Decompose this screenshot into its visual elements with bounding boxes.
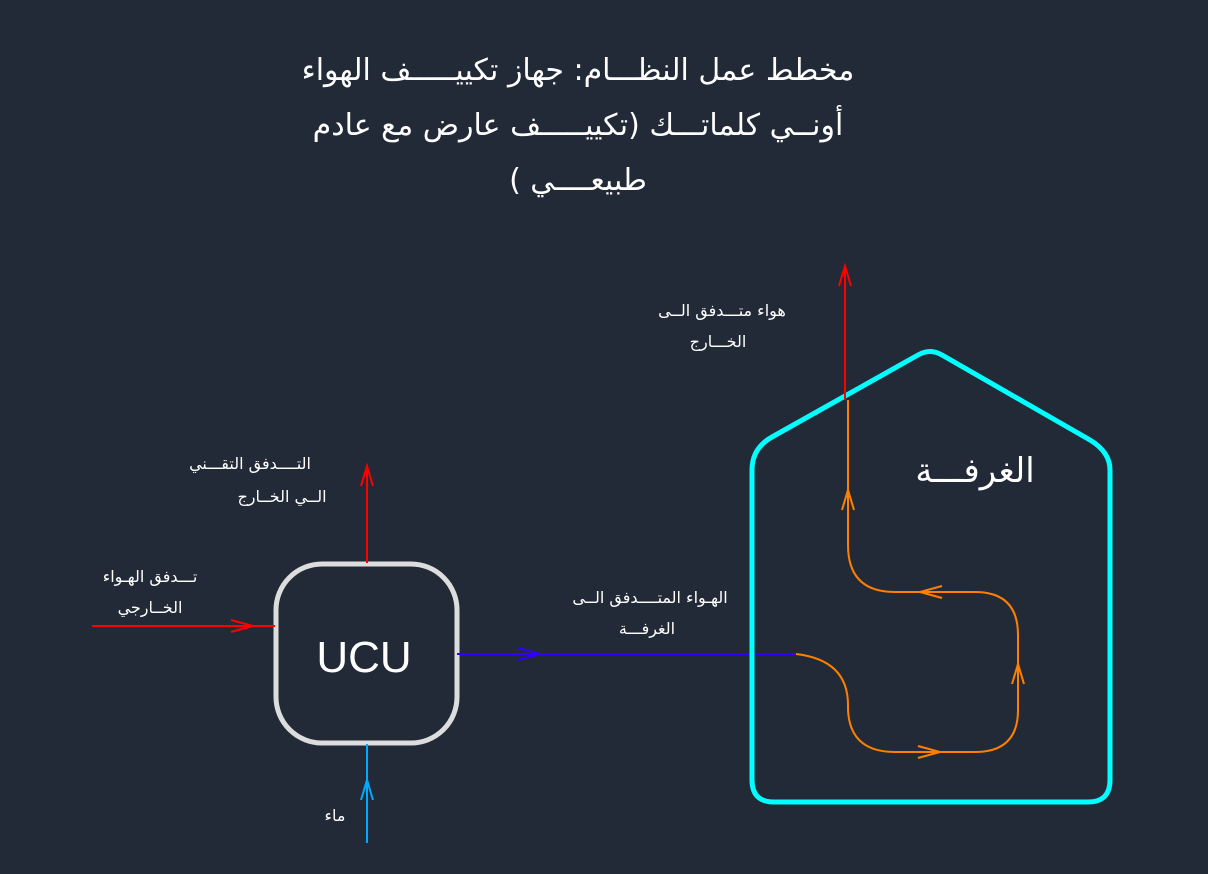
supply-air-label-1: الهـواء المتــــدفق الــى <box>572 588 727 608</box>
title-line-1: مخطط عمل النظـــام: جهاز تكييـــــف الهو… <box>302 53 855 88</box>
exhaust-out-label-1: هواء متـــدفق الــى <box>658 301 786 321</box>
water-label: ماء <box>325 806 346 825</box>
outdoor-air-label-2: الخــارجي <box>118 598 183 618</box>
room-air-flow <box>795 400 1025 759</box>
tech-flow-label-1: التــــدفق التقـــني <box>189 454 311 474</box>
water-arrow <box>360 744 374 843</box>
title-line-3: طبيعــــي ) <box>509 163 647 198</box>
supply-air-arrow <box>457 647 796 661</box>
room-label: الغرفـــة <box>915 451 1034 491</box>
outdoor-air-label-1: تـــدفق الهـواء <box>103 567 198 587</box>
room-outline <box>749 349 1113 805</box>
tech-exhaust-arrow <box>360 462 374 563</box>
ucu-label: UCU <box>316 633 411 682</box>
diagram-title: مخطط عمل النظـــام: جهاز تكييـــــف الهو… <box>302 53 855 198</box>
supply-air-label-2: الغرفـــة <box>619 619 675 639</box>
exhaust-out-label-2: الخـــارج <box>690 332 747 352</box>
exhaust-out-arrow <box>838 262 852 400</box>
flow-labels: هواء متـــدفق الــى الخـــارج التــــدفق… <box>103 301 786 825</box>
title-line-2: أونــي كلماتـــك (تكييـــــف عارض مع عاد… <box>313 104 844 143</box>
tech-flow-label-2: الــي الخــارج <box>237 487 326 507</box>
outdoor-air-arrow <box>92 619 275 633</box>
